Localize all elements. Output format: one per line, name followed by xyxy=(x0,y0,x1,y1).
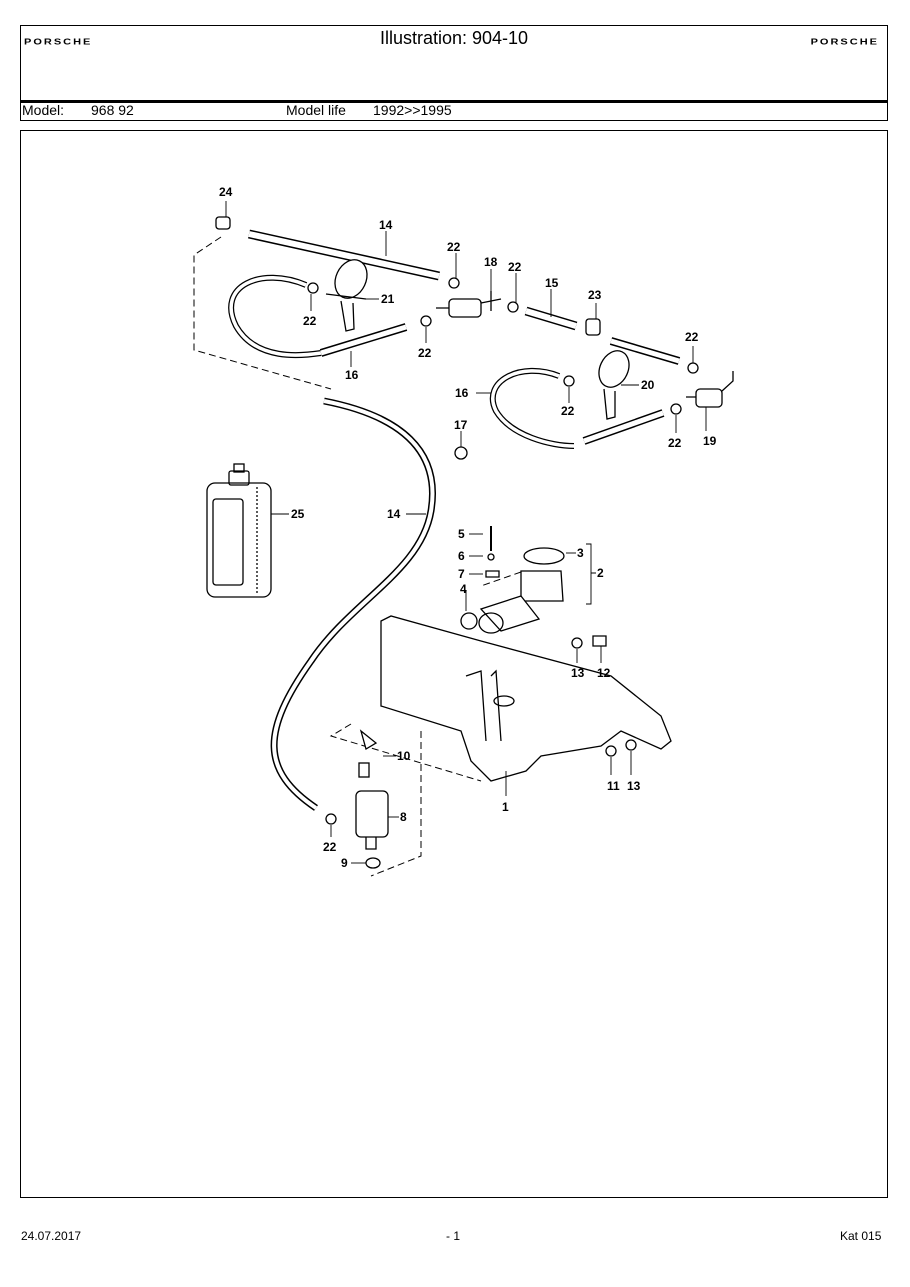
callout-label: 22 xyxy=(508,260,522,274)
connector-18 xyxy=(436,291,502,318)
model-value: 968 92 xyxy=(91,102,134,118)
brand-logo-left: PORSCHE xyxy=(24,37,93,47)
hose-15 xyxy=(524,306,578,331)
callout-label: 13 xyxy=(627,779,641,793)
callout-label: 22 xyxy=(447,240,461,254)
footer-catalog: Kat 015 xyxy=(840,1229,882,1243)
callout-label: 22 xyxy=(561,404,575,418)
model-life-value: 1992>>1995 xyxy=(373,102,452,118)
callout-label: 14 xyxy=(387,507,401,521)
hose-14-long xyxy=(270,397,436,811)
header-divider xyxy=(21,100,887,103)
callout-label: 22 xyxy=(685,330,699,344)
callout-label: 14 xyxy=(379,218,393,232)
callout-label: 20 xyxy=(641,378,655,392)
washer-nozzle-21 xyxy=(325,259,368,332)
callout-label: 21 xyxy=(381,292,395,306)
callout-label: 5 xyxy=(458,527,465,541)
callout-label: 19 xyxy=(703,434,717,448)
hose-16-right xyxy=(489,368,665,449)
brand-logo-right: PORSCHE xyxy=(810,37,879,47)
callout-label: 13 xyxy=(571,666,585,680)
hose-16-left xyxy=(228,274,408,359)
nut-17 xyxy=(454,446,468,460)
callout-label: 17 xyxy=(454,418,468,432)
callout-label: 24 xyxy=(219,185,233,199)
exploded-view-drawing: 24 14 22 18 22 15 23 21 22 22 16 22 20 2… xyxy=(193,185,734,877)
footer-date: 24.07.2017 xyxy=(21,1229,82,1243)
callout-label: 22 xyxy=(323,840,337,854)
washer-nozzle-20 xyxy=(598,350,630,420)
washer-pump-8 xyxy=(355,729,389,850)
fluid-bottle-25 xyxy=(206,463,272,598)
assembly-guide-lines xyxy=(193,236,522,877)
model-label: Model: xyxy=(22,102,65,118)
callout-label: 15 xyxy=(545,276,559,290)
footer-page-number: - 1 xyxy=(446,1229,461,1243)
callout-label: 16 xyxy=(345,368,359,382)
callout-labels: 24 14 22 18 22 15 23 21 22 22 16 22 20 2… xyxy=(219,185,717,870)
header-box: PORSCHE Illustration: 904-10 PORSCHE Mod… xyxy=(20,25,888,121)
callout-label: 18 xyxy=(484,255,498,269)
callout-leader-lines xyxy=(225,201,707,864)
washer-reservoir-1 xyxy=(380,615,672,782)
hose-14-upper xyxy=(248,229,440,281)
callout-label: 22 xyxy=(418,346,432,360)
parts-diagram: 24 14 22 18 22 15 23 21 22 22 16 22 20 2… xyxy=(20,130,888,1198)
callout-label: 7 xyxy=(458,567,465,581)
callout-label: 4 xyxy=(460,582,467,596)
callout-label: 11 xyxy=(607,779,620,793)
callout-label: 23 xyxy=(588,288,602,302)
check-valve-19 xyxy=(686,371,734,408)
callout-label: 2 xyxy=(597,566,604,580)
model-life-label: Model life xyxy=(286,102,346,118)
callout-label: 9 xyxy=(341,856,348,870)
callout-label: 3 xyxy=(577,546,584,560)
callout-label: 12 xyxy=(597,666,611,680)
callout-label: 16 xyxy=(455,386,469,400)
clip-23 xyxy=(585,318,601,336)
page-title: Illustration: 904-10 xyxy=(379,28,529,48)
callout-label: 6 xyxy=(458,549,465,563)
hose-right-upper xyxy=(609,337,681,365)
grommet-9 xyxy=(365,857,381,869)
fasteners-11-12-13 xyxy=(571,635,637,757)
callout-label: 10 xyxy=(397,749,411,763)
callout-label: 1 xyxy=(502,800,509,814)
callout-label: 22 xyxy=(668,436,682,450)
callout-label: 25 xyxy=(291,507,305,521)
callout-label: 8 xyxy=(400,810,407,824)
pump-assembly-2 xyxy=(460,526,565,634)
clip-24 xyxy=(215,216,231,230)
callout-label: 22 xyxy=(303,314,317,328)
hose-clips-22 xyxy=(307,277,699,825)
